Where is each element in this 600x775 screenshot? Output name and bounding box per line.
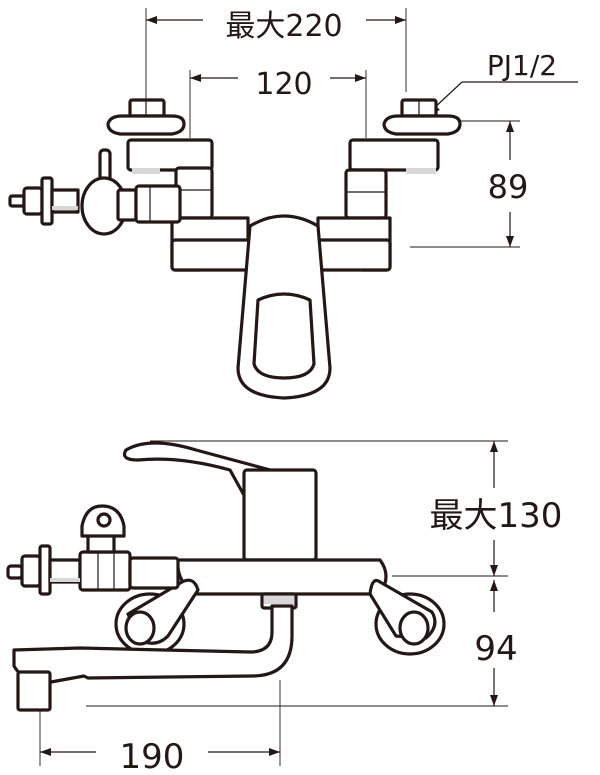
thread-label-text: PJ1/2 [487, 49, 557, 82]
spout [12, 604, 294, 712]
lever-handle-top [236, 214, 332, 400]
dim-89-label: 89 [488, 168, 529, 206]
dim-max-220-label: 最大220 [225, 9, 342, 44]
dim-120: 120 [189, 67, 367, 138]
side-view: 最大130 94 190 [6, 440, 563, 775]
shutoff-valve-top [8, 148, 182, 236]
right-inlet-nut [382, 98, 462, 136]
dim-94-label: 94 [474, 629, 517, 669]
dim-120-label: 120 [255, 67, 312, 102]
dim-max-130: 最大130 [150, 440, 563, 577]
shutoff-valve-side [6, 504, 180, 596]
dim-max-220: 最大220 [145, 8, 407, 110]
top-view: 最大220 120 PJ1/2 89 [8, 8, 578, 400]
faucet-body-side [176, 468, 388, 610]
dim-94: 94 [86, 580, 518, 707]
dim-max-130-label: 最大130 [430, 496, 563, 536]
right-elbow [344, 138, 440, 220]
thread-label: PJ1/2 [428, 49, 578, 114]
left-inlet-nut [106, 98, 186, 136]
dim-190: 190 [39, 680, 281, 775]
left-eccentric-leg [114, 578, 200, 656]
dim-190-label: 190 [120, 737, 185, 775]
right-eccentric-leg [368, 578, 446, 656]
dim-89: 89 [410, 120, 529, 248]
